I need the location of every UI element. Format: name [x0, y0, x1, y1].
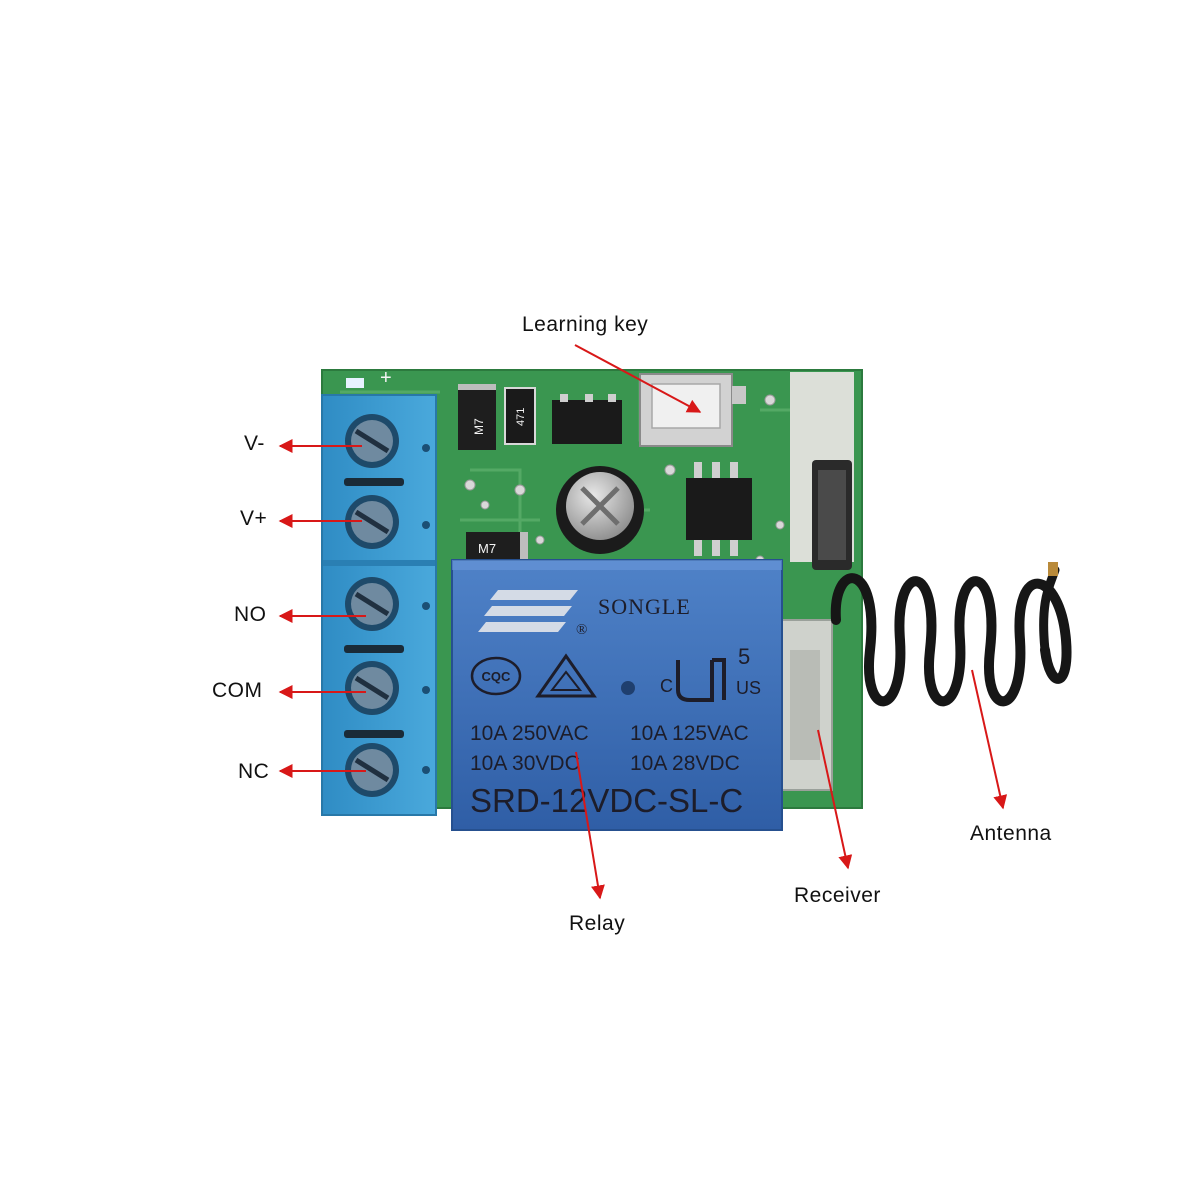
silk-plus-label: +: [380, 367, 392, 389]
svg-text:5: 5: [738, 644, 750, 669]
songle-logo-icon: [478, 590, 578, 632]
terminal-screw-no: [345, 577, 399, 631]
arrow-learning-key: [574, 344, 702, 413]
label-com: COM: [212, 679, 263, 702]
ul-mark-icon: C 5 US: [660, 644, 761, 702]
terminal-screw-com: [345, 661, 399, 715]
registered-mark-icon: ®: [576, 622, 587, 638]
rating-row2-right: 10A 28VDC: [630, 752, 740, 775]
resistor-471: 471: [504, 387, 536, 445]
terminal-screw-nc: [345, 743, 399, 797]
rating-row1-left: 10A 250VAC: [470, 722, 589, 745]
label-learning-key: Learning key: [522, 313, 649, 336]
rating-row1-right: 10A 125VAC: [630, 722, 749, 745]
terminal-screw-v-plus: [345, 495, 399, 549]
label-relay: Relay: [569, 912, 626, 935]
relay-model: SRD-12VDC-SL-C: [470, 782, 743, 819]
receiver-module-board: [779, 372, 854, 791]
relay-vent-hole: [621, 681, 635, 695]
triangle-cert-icon: [535, 653, 597, 698]
svg-text:CQC: CQC: [482, 669, 512, 684]
callout-arrows: [278, 344, 1008, 900]
rating-row2-left: 10A 30VDC: [470, 752, 580, 775]
label-no: NO: [234, 603, 267, 626]
relay: ® SONGLE CQC C 5 US 10A 250VAC 10A 125VA…: [451, 559, 783, 831]
led: [346, 378, 364, 388]
antenna-coil: [830, 562, 1072, 707]
svg-text:M7: M7: [472, 418, 486, 435]
ic-decoder: [686, 462, 752, 556]
terminal-screw-v-minus: [345, 414, 399, 468]
relay-brand: SONGLE: [598, 594, 691, 619]
arrow-relay: [575, 751, 605, 900]
svg-text:C: C: [660, 676, 673, 696]
svg-text:M7: M7: [478, 541, 496, 556]
learning-key-switch: [639, 373, 746, 447]
diode-top: M7: [458, 384, 496, 450]
arrow-receiver: [817, 729, 853, 870]
ic-regulator: [552, 394, 622, 444]
diode-bottom: M7: [466, 532, 528, 564]
label-v-plus: V+: [240, 507, 268, 530]
label-receiver: Receiver: [794, 884, 881, 907]
label-antenna: Antenna: [970, 822, 1052, 845]
svg-text:471: 471: [515, 408, 527, 426]
arrow-antenna: [971, 669, 1008, 810]
label-v-minus: V-: [244, 432, 265, 455]
cqc-mark-icon: CQC: [470, 656, 522, 696]
svg-text:US: US: [736, 678, 761, 698]
electrolytic-capacitor: [556, 466, 644, 554]
label-nc: NC: [238, 760, 270, 783]
